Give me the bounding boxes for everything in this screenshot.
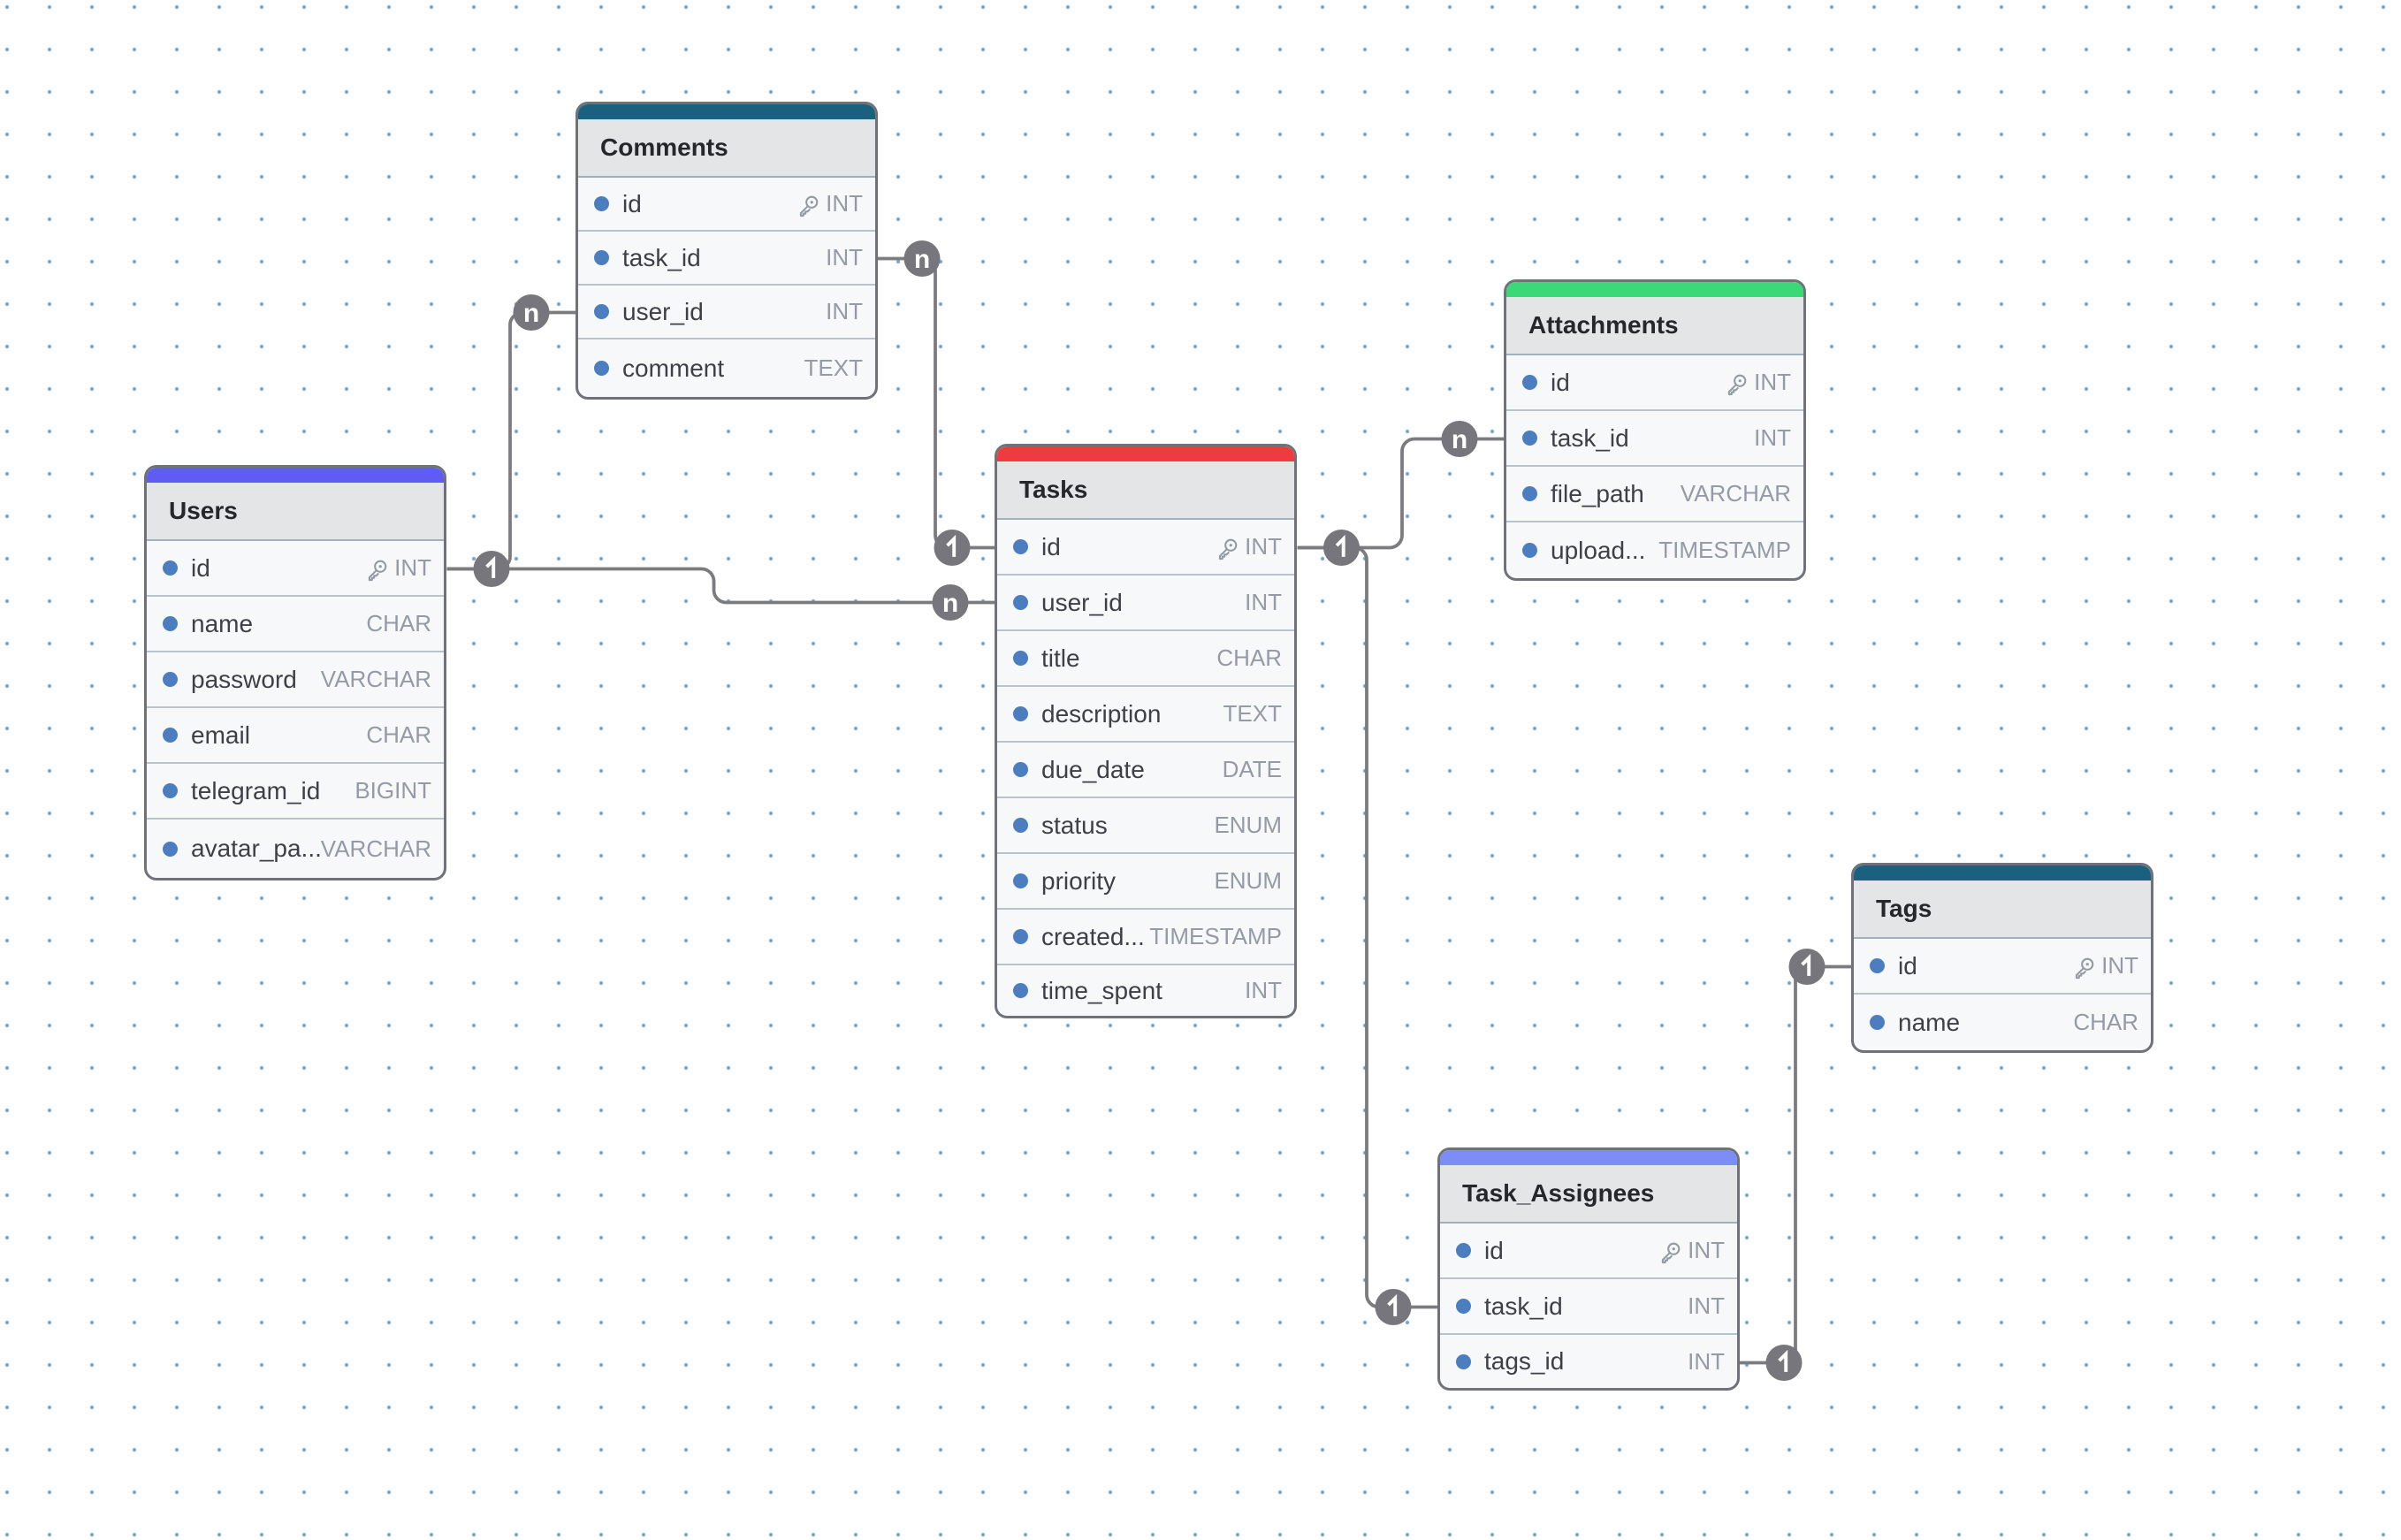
svg-text:n: n — [942, 589, 958, 618]
svg-text:n: n — [523, 299, 539, 328]
svg-text:n: n — [1452, 425, 1467, 454]
svg-text:n: n — [914, 245, 930, 274]
